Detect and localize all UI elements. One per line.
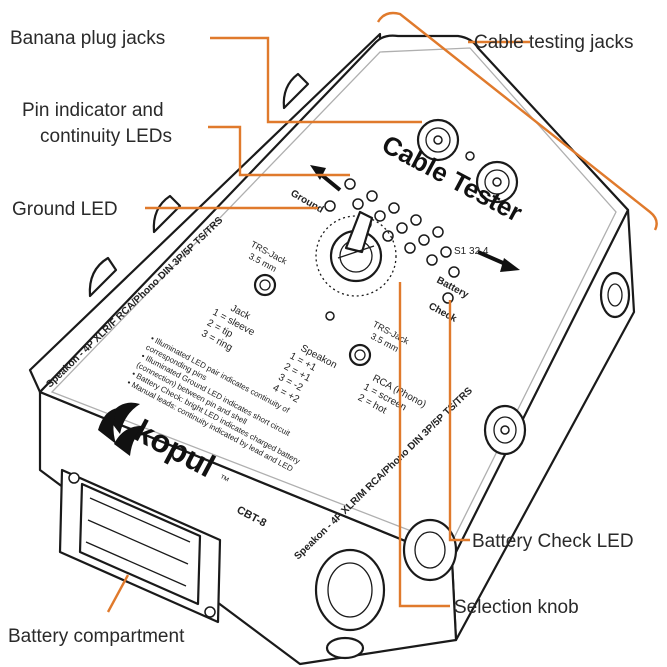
- device-top-face: [38, 34, 630, 562]
- leader-selection-knob: [398, 282, 450, 608]
- pin-led: [432, 226, 444, 238]
- callout-battery-check-led: Battery Check LED: [472, 531, 634, 552]
- pin-led: [410, 214, 422, 226]
- callout-banana-plug-jacks: Banana plug jacks: [10, 28, 165, 49]
- battery-compartment: [58, 468, 222, 624]
- leader-lines: [106, 11, 658, 613]
- xlr-connector-2: [402, 518, 458, 582]
- callout-battery-compartment: Battery compartment: [8, 626, 185, 647]
- trs-jack-bottom: [348, 343, 372, 367]
- leader-battery-check-led: [448, 300, 470, 542]
- pin-led: [344, 178, 356, 190]
- leader-pin-indicator: [208, 125, 350, 177]
- pin-led: [418, 234, 430, 246]
- battery-check-led: [442, 292, 454, 304]
- pin-indicator-leds: [344, 178, 460, 278]
- aux-led: [325, 311, 335, 321]
- right-connectors: [483, 271, 631, 456]
- pin-led: [374, 210, 386, 222]
- leader-banana-plug-jacks: [210, 36, 422, 124]
- left-connectors: [88, 72, 310, 298]
- pin-led: [448, 266, 460, 278]
- callout-selection-knob: Selection knob: [454, 597, 579, 618]
- pin-led: [366, 190, 378, 202]
- callout-cable-testing-jacks: Cable testing jacks: [474, 32, 633, 53]
- callout-pin-indicator-2: continuity LEDs: [40, 126, 172, 147]
- pin-led: [404, 242, 416, 254]
- pin-led: [426, 254, 438, 266]
- trs-jack-top: [253, 273, 277, 297]
- pin-led: [396, 222, 408, 234]
- banana-plug-jacks: [416, 118, 519, 204]
- brand-tm: ™: [217, 473, 231, 487]
- pin-led: [382, 230, 394, 242]
- bottom-connectors: [314, 518, 458, 660]
- pin-numbers: S1 32 4: [454, 246, 489, 257]
- leader-battery-compartment: [106, 574, 130, 613]
- callout-ground-led: Ground LED: [12, 199, 118, 220]
- jack-connector-right: [599, 271, 631, 319]
- callout-pin-indicator-1: Pin indicator and: [22, 100, 164, 121]
- xlr-connector-1: [314, 548, 386, 632]
- pin-led: [352, 198, 364, 210]
- kopul-logo: [98, 402, 146, 456]
- leader-cable-testing-jacks: [376, 11, 658, 231]
- pin-led: [388, 202, 400, 214]
- selection-knob: [315, 210, 397, 297]
- speakon-legend: Speakon 1 = +1 2 = +1 3 = -2 4 = +2: [271, 343, 339, 406]
- ground-led: [324, 200, 336, 212]
- pin-led: [440, 246, 452, 258]
